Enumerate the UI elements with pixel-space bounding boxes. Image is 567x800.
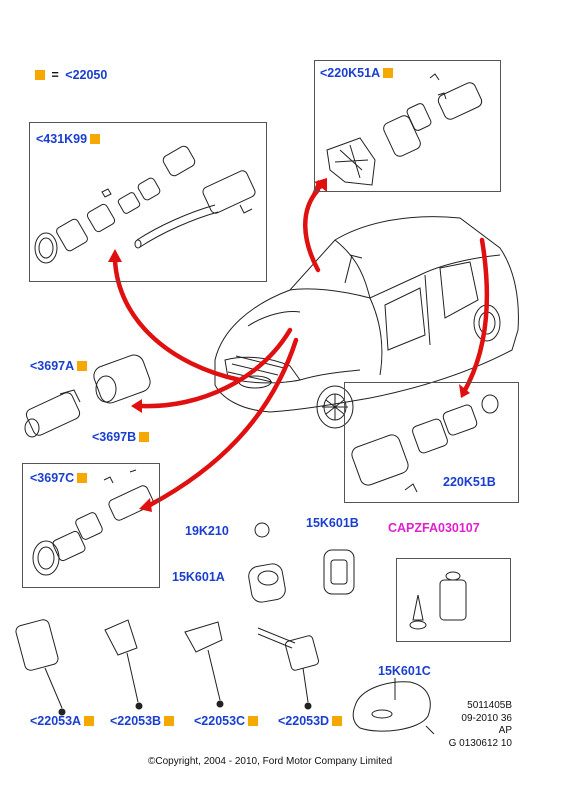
callout-22053b[interactable]: <22053B [110,714,175,728]
legend-code: <22050 [65,68,108,82]
door-lock-parts-220k51b [351,394,499,493]
orange-marker-icon [332,716,343,726]
orange-marker-icon [164,716,175,726]
callout-431k99[interactable]: <431K99 [36,132,101,146]
remote-fob-15k601b [323,549,355,595]
callout-220k51b[interactable]: 220K51B [443,475,496,489]
key-blade-22053c [184,621,224,708]
callout-22053a[interactable]: <22053A [30,714,95,728]
fuel-lock-parts [34,145,256,264]
callout-22053c[interactable]: <22053C [194,714,259,728]
panel-lock-cylinder [22,463,160,588]
callout-15k601a[interactable]: 15K601A [172,570,225,584]
callout-19k210[interactable]: 19K210 [185,524,229,538]
callout-capzfa030107[interactable]: CAPZFA030107 [388,521,480,535]
meta-line: G 0130612 10 [448,737,512,749]
lock-cylinder-parts-3697c [32,469,154,576]
callout-15k601b[interactable]: 15K601B [306,516,359,530]
arrow-to-lock-cylinder [147,337,299,508]
car-illustration [214,216,519,429]
arrow-to-ignition [139,327,293,409]
arrow-to-tailgate [303,187,321,273]
callout-22053d[interactable]: <22053D [278,714,343,728]
legend-equals: = [51,68,59,82]
panel-tailgate-lock [314,60,501,192]
legend: = <22050 [35,68,107,82]
arrow-to-door-lock [462,237,490,393]
orange-marker-icon [35,70,45,80]
meta-line: 5011405B [467,700,512,711]
key-22053a [15,619,66,716]
key-22053d [257,627,320,710]
meta-line: 09-2010 36 [461,712,512,724]
callout-15k601c[interactable]: 15K601C [378,664,431,678]
orange-marker-icon [90,134,101,144]
transmitter-15k601a [248,563,286,603]
ignition-switch-3697b [93,354,151,404]
orange-marker-icon [383,68,394,78]
orange-marker-icon [77,361,88,371]
meta-line: AP [498,725,512,736]
bulb-19k210 [254,522,270,538]
arrow-heads [108,178,470,512]
remote-key-shell-15k601c [352,678,435,735]
orange-marker-icon [248,716,259,726]
document-meta: 5011405B 09-2010 36 AP G 0130612 10 [430,700,512,750]
repair-kit-contents [409,571,467,630]
tailgate-lock-parts [326,73,483,186]
orange-marker-icon [84,716,95,726]
key-blade-22053b [104,619,143,710]
orange-marker-icon [77,473,88,483]
orange-marker-icon [139,432,150,442]
panel-fuel-lock [29,122,267,282]
callout-3697a[interactable]: <3697A [30,359,88,373]
copyright-notice: ©Copyright, 2004 - 2010, Ford Motor Comp… [148,756,393,767]
panel-repair-kit [396,558,511,642]
callout-3697b[interactable]: <3697B [92,430,150,444]
ignition-lock-3697a [24,389,81,438]
panel-door-lock [344,382,519,503]
red-arrows [112,187,490,508]
callout-220k51a[interactable]: <220K51A [320,66,394,80]
callout-3697c[interactable]: <3697C [30,471,88,485]
